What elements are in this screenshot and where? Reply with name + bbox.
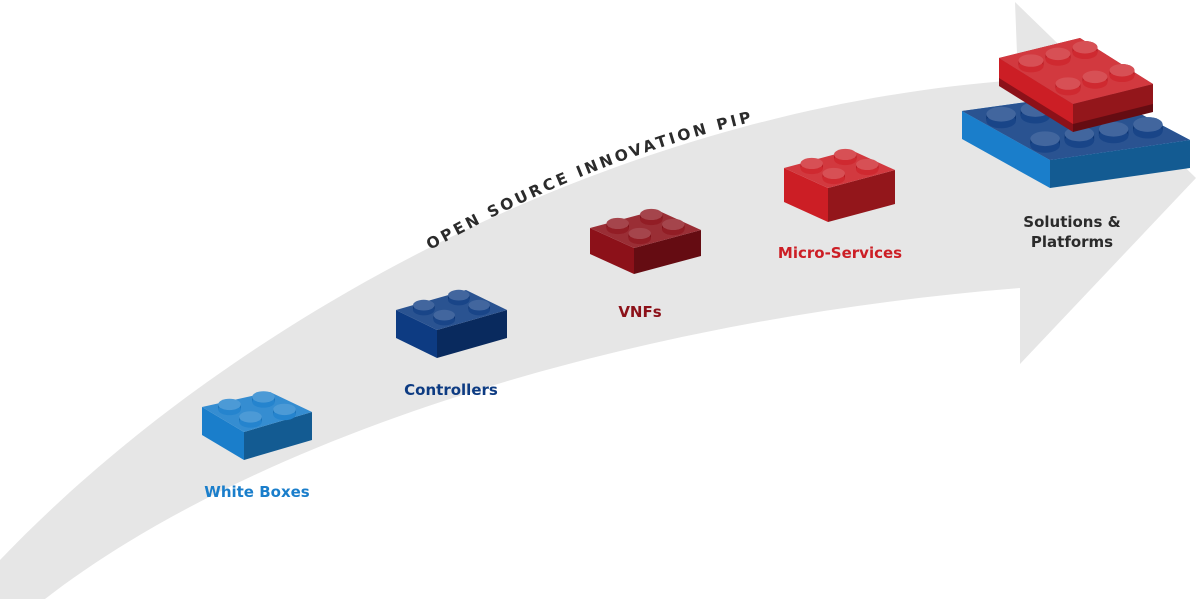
stage-label-controllers: Controllers	[404, 381, 498, 399]
micro-services-brick-red-lego-brick-icon	[784, 148, 895, 222]
stage-label-solutions-platforms: Solutions & Platforms	[1023, 213, 1121, 251]
stage-label-micro-services: Micro-Services	[777, 244, 903, 262]
stage-label-vnfs: VNFs	[618, 303, 662, 321]
bricks-layer	[202, 38, 1190, 460]
controllers-brick-navy-lego-brick-icon	[396, 289, 507, 358]
vnfs-brick-dark-red-lego-brick-icon	[590, 208, 701, 274]
stage-label-white-boxes: White Boxes	[204, 483, 310, 501]
solutions-red-upper-brick	[999, 38, 1153, 124]
white-boxes-brick-blue-lego-brick-icon	[202, 391, 312, 460]
